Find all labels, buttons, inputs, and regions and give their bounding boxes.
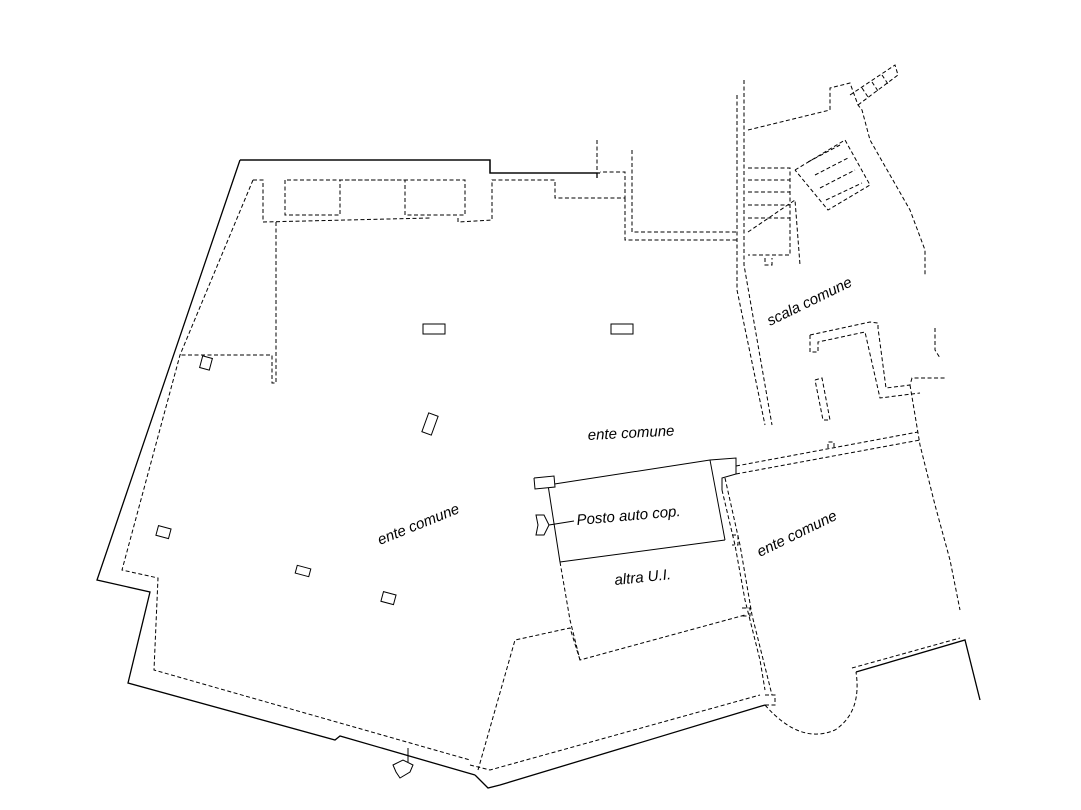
stair-flight — [748, 167, 791, 256]
exterior-wall — [240, 159, 598, 178]
stair-wall-left-b — [743, 80, 773, 426]
stair-diagonal — [747, 199, 801, 266]
pillar — [155, 525, 172, 540]
posto-auto-wall-right — [709, 459, 726, 541]
stair-top-step — [861, 87, 869, 98]
top-niche — [284, 179, 466, 216]
label-ente-comune-center: ente comune — [587, 422, 675, 444]
right-room-corner — [934, 328, 941, 359]
stair-step — [825, 182, 863, 201]
stair-step — [814, 157, 849, 176]
exterior-wall-main — [96, 159, 476, 776]
posto-auto-wall-left — [547, 484, 561, 563]
stair-landing — [794, 139, 871, 211]
pillar — [294, 564, 312, 578]
stair-top-rail — [849, 64, 899, 106]
ente-comune-upper-wall-b — [735, 431, 919, 467]
right-room-wall — [809, 321, 945, 389]
lower-boundary-dash — [469, 694, 761, 771]
entrance-arrow-icon — [535, 514, 550, 536]
right-small-box — [814, 377, 831, 421]
label-posto-auto: Posto auto cop. — [576, 503, 681, 529]
label-altra-ui: altra U.I. — [614, 566, 672, 589]
stair-wall-top — [747, 82, 926, 275]
divider-marker — [742, 607, 751, 617]
inner-wall-top — [253, 179, 431, 223]
ente-comune-upper-wall — [735, 439, 921, 475]
inner-wall-main — [121, 179, 471, 761]
corridor-wall-upper — [631, 150, 738, 233]
pillar — [199, 355, 213, 371]
label-ente-comune-left: ente comune — [375, 500, 462, 548]
posto-auto-separator — [559, 539, 726, 563]
posto-auto-wall — [547, 457, 737, 490]
lower-left-diagonal — [477, 627, 581, 771]
label-scala-comune: scala comune — [764, 274, 855, 330]
stair-marker — [764, 258, 773, 266]
divider-wall-a — [721, 489, 766, 691]
ente-comune-post — [827, 441, 835, 448]
exterior-wall-top — [240, 159, 600, 174]
pillar — [610, 323, 634, 335]
stair-top-step — [881, 74, 889, 85]
posto-auto-post — [533, 475, 556, 490]
divider-marker — [732, 534, 739, 546]
pillar — [380, 591, 397, 606]
apse-wall — [764, 671, 858, 735]
pillar — [421, 412, 439, 436]
inner-partition — [180, 222, 277, 384]
apse-right-inner — [851, 637, 961, 669]
stair-top-step — [871, 81, 879, 92]
top-niche-right — [457, 171, 626, 223]
apse-marker — [765, 694, 776, 706]
stair-wall-left-a — [736, 95, 766, 426]
apse-right-wall — [855, 639, 981, 701]
corridor-wall-lower — [624, 198, 738, 241]
lower-boundary-solid — [474, 704, 766, 789]
stair-step — [819, 169, 856, 189]
label-ente-comune-right: ente comune — [754, 507, 839, 560]
right-room-wall-inner — [809, 331, 921, 399]
divider-wall-b — [724, 477, 773, 696]
altra-ui-wall — [559, 561, 746, 661]
pillar — [422, 323, 446, 335]
right-boundary — [909, 384, 961, 611]
pointer-line — [548, 520, 575, 526]
entrance-arrow-icon — [392, 759, 414, 779]
